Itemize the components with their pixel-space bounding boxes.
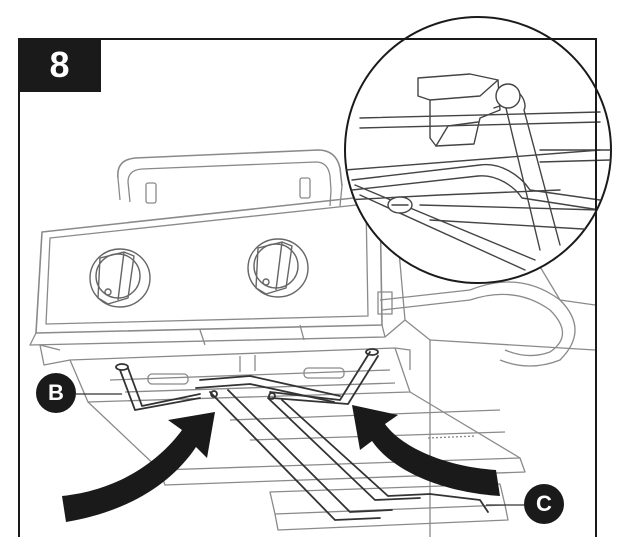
lid-handle bbox=[117, 149, 343, 207]
callout-b: B bbox=[36, 373, 76, 413]
callout-b-label: B bbox=[48, 380, 64, 405]
zoom-detail bbox=[344, 16, 612, 284]
step-frame bbox=[18, 38, 597, 537]
control-panel bbox=[29, 195, 406, 346]
knob-left bbox=[89, 248, 151, 308]
rotation-arrow-left bbox=[62, 412, 215, 522]
step-number-badge: 8 bbox=[18, 38, 101, 92]
rotation-arrow-right bbox=[352, 405, 500, 496]
step-number: 8 bbox=[49, 44, 70, 85]
knob-right bbox=[247, 238, 309, 298]
callout-c: C bbox=[524, 484, 564, 524]
callout-c-label: C bbox=[536, 491, 552, 516]
gas-connector bbox=[377, 281, 576, 367]
bracket-tubes bbox=[115, 348, 489, 521]
